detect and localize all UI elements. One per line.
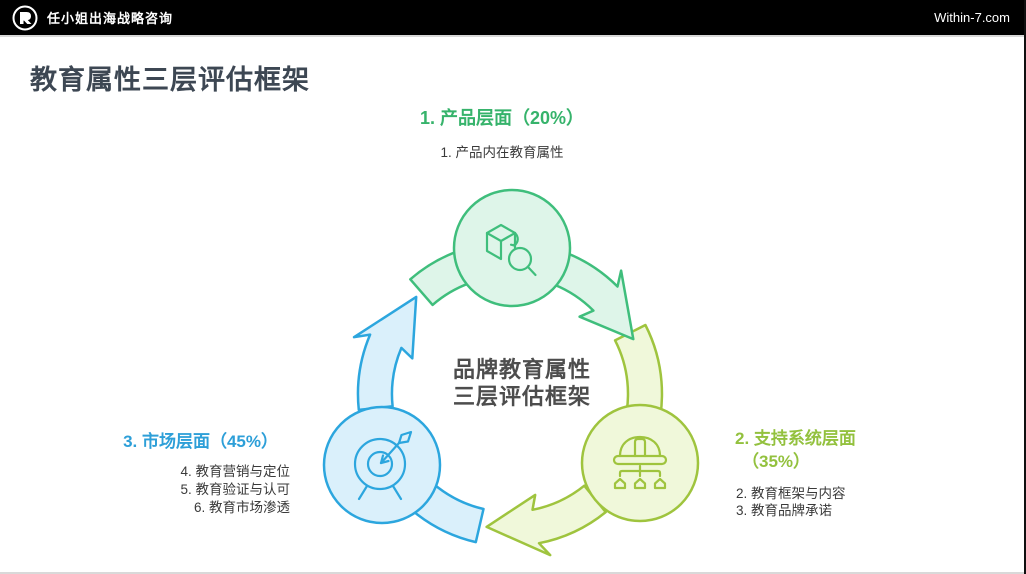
window-bottom-edge — [0, 572, 1024, 574]
page-title: 教育属性三层评估框架 — [30, 65, 310, 95]
site-url: Within-7.com — [934, 10, 1010, 25]
support-heading-line2: （35%） — [742, 452, 811, 471]
market-node-circle — [322, 405, 442, 525]
cube-search-icon — [485, 223, 537, 277]
arrow-support-to-market — [485, 484, 607, 557]
company-logo-icon — [12, 5, 38, 30]
support-item: 3. 教育品牌承诺 — [736, 503, 833, 518]
support-item: 2. 教育框架与内容 — [736, 486, 846, 501]
arrow-product-to-support — [552, 251, 635, 341]
market-layer-items: 4. 教育营销与定位 5. 教育验证与认可 6. 教育市场渗透 — [40, 463, 290, 517]
product-node-circle — [452, 188, 572, 308]
center-title-line2: 三层评估框架 — [452, 384, 591, 409]
arrow-market-to-product — [352, 295, 418, 412]
header-bar: 任小姐出海战略咨询 Within-7.com — [0, 0, 1026, 37]
support-layer-items: 2. 教育框架与内容 3. 教育品牌承诺 — [736, 485, 956, 519]
brand-name: 任小姐出海战略咨询 — [47, 11, 174, 26]
window-right-edge — [1024, 0, 1026, 574]
market-item: 5. 教育验证与认可 — [180, 482, 290, 497]
market-item: 6. 教育市场渗透 — [193, 500, 290, 515]
support-layer-heading: 2. 支持系统层面 （35%） — [735, 427, 955, 473]
product-layer-item: 1. 产品内在教育属性 — [440, 145, 564, 160]
support-heading-line1: 2. 支持系统层面 — [735, 429, 856, 448]
target-dart-icon — [353, 430, 413, 501]
diagram-center-title: 品牌教育属性 三层评估框架 — [410, 356, 634, 410]
product-layer-heading: 1. 产品层面（20%） — [419, 108, 585, 128]
hardhat-hierarchy-icon — [612, 435, 668, 490]
center-title-line1: 品牌教育属性 — [452, 357, 591, 382]
market-layer-heading: 3. 市场层面（45%） — [123, 432, 278, 451]
market-item: 4. 教育营销与定位 — [180, 464, 290, 479]
